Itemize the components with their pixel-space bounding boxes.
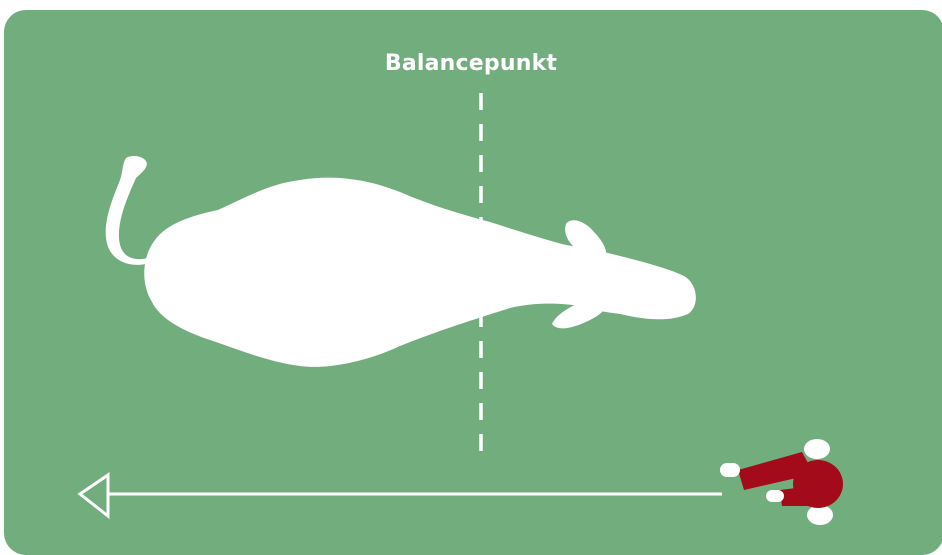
person-torso	[793, 460, 843, 508]
cow-body	[144, 177, 696, 367]
cow-tail	[105, 156, 148, 265]
cow-ear-upper	[565, 220, 607, 258]
person-hand-upper	[720, 463, 740, 477]
person-shoulder-front	[807, 505, 833, 525]
person-arm-upper	[738, 452, 814, 490]
balance-point-label: Balancepunkt	[384, 51, 558, 76]
person-shoulder-back	[804, 439, 830, 459]
person-hand-lower	[766, 490, 784, 502]
person-topdown-icon	[720, 439, 843, 525]
cow-silhouette	[105, 156, 696, 367]
left-arrow-icon	[77, 472, 722, 520]
cow-ear-lower	[552, 300, 608, 329]
